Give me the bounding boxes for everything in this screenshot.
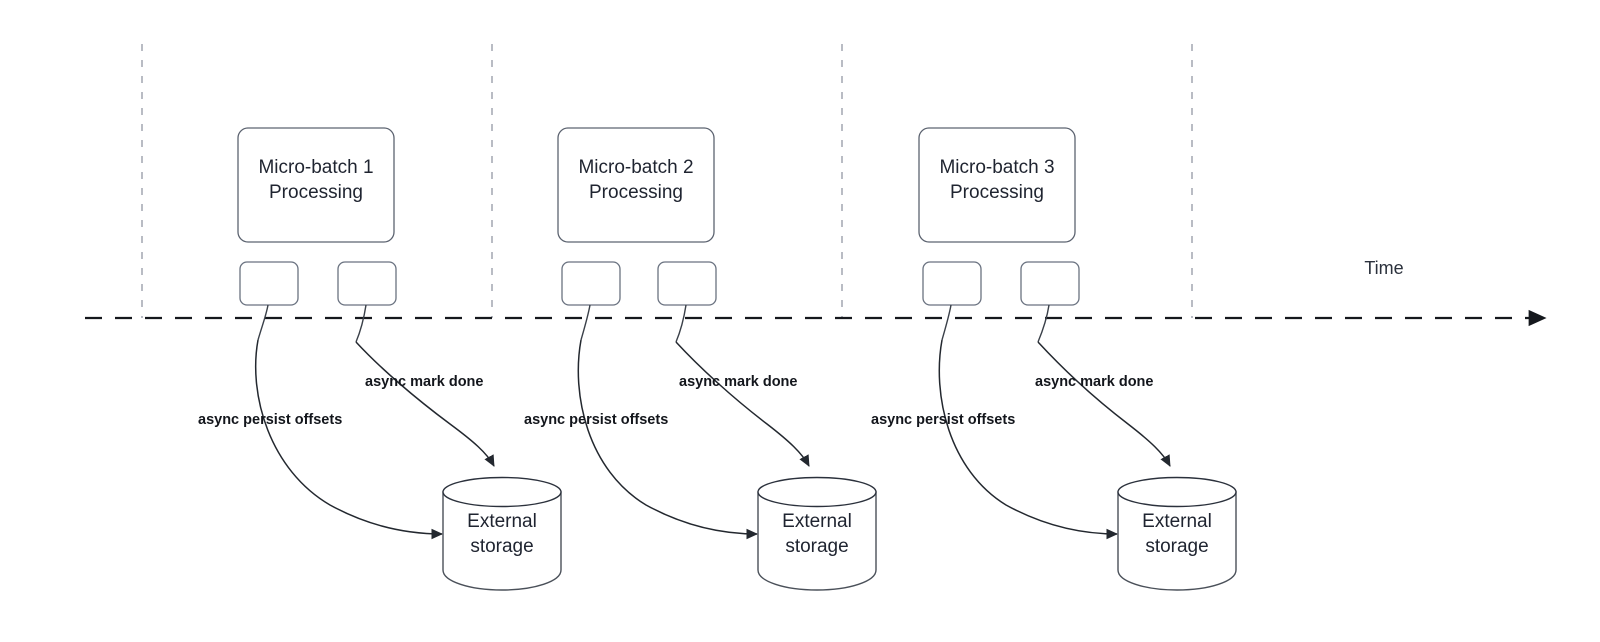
time-axis-group: Time (85, 258, 1547, 327)
micro-batch-2-task-1-stem (580, 304, 591, 341)
time-axis-label: Time (1364, 258, 1403, 278)
micro-batch-1-mark-done-arrow (355, 341, 495, 467)
micro-batch-1-task-box-1[interactable] (239, 261, 299, 306)
micro-batch-3-task-box-2[interactable] (1020, 261, 1080, 306)
micro-batch-3-persist-offsets-label: async persist offsets (871, 412, 1015, 428)
micro-batch-1-persist-offsets-arrow (254, 339, 443, 540)
tick-lines-group (141, 44, 1193, 318)
micro-batch-3-process-label-line2: Processing (950, 182, 1044, 203)
micro-batch-1-task-2-stem (355, 304, 367, 343)
micro-batch-2-task-2-stem (675, 304, 687, 343)
micro-batch-2-storage-cylinder-body (757, 491, 877, 591)
micro-batch-2-group: Micro-batch 2 Processing async mark done… (524, 127, 877, 591)
micro-batch-3-mark-done-arrow (1037, 341, 1171, 467)
micro-batch-3-task-1-stem (941, 304, 952, 341)
micro-batch-1-mark-done-label: async mark done (365, 374, 483, 390)
micro-batch-2-process-label-line2: Processing (589, 182, 683, 203)
micro-batch-2-storage-label-line1: External (782, 511, 852, 532)
micro-batch-1-persist-offsets-label: async persist offsets (198, 412, 342, 428)
micro-batch-3-process-box[interactable] (918, 127, 1076, 243)
micro-batch-2-storage-label-line2: storage (785, 536, 848, 557)
micro-batch-1-external-storage[interactable]: External storage (442, 476, 562, 591)
micro-batch-3-external-storage[interactable]: External storage (1117, 476, 1237, 591)
micro-batch-1-process-label-line1: Micro-batch 1 (258, 157, 373, 178)
micro-batch-1-storage-label-line1: External (467, 511, 537, 532)
micro-batch-2-persist-offsets-arrow (577, 339, 758, 540)
micro-batch-3-storage-cylinder-body (1117, 491, 1237, 591)
micro-batch-1-storage-cylinder-top (442, 476, 562, 508)
micro-batch-1-task-1-stem (257, 304, 269, 341)
micro-batch-3-storage-label-line1: External (1142, 511, 1212, 532)
micro-batch-3-storage-cylinder-top (1117, 476, 1237, 508)
micro-batch-3-task-box-1[interactable] (922, 261, 982, 306)
micro-batch-1-process-box[interactable] (237, 127, 395, 243)
micro-batch-1-storage-label-line2: storage (470, 536, 533, 557)
micro-batch-3-group: Micro-batch 3 Processing async mark done… (871, 127, 1237, 591)
micro-batch-2-storage-cylinder-top (757, 476, 877, 508)
micro-batch-1-process-label-line2: Processing (269, 182, 363, 203)
micro-batch-1-storage-cylinder-body (442, 491, 562, 591)
micro-batch-2-process-label-line1: Micro-batch 2 (578, 157, 693, 178)
micro-batch-2-external-storage[interactable]: External storage (757, 476, 877, 591)
micro-batch-3-process-label-line1: Micro-batch 3 (939, 157, 1054, 178)
micro-batch-2-mark-done-label: async mark done (679, 374, 797, 390)
micro-batch-2-mark-done-arrow (675, 341, 810, 467)
micro-batch-3-mark-done-label: async mark done (1035, 374, 1153, 390)
micro-batch-1-group: Micro-batch 1 Processing async mark done… (198, 127, 562, 591)
micro-batch-2-task-box-1[interactable] (561, 261, 621, 306)
micro-batch-2-persist-offsets-label: async persist offsets (524, 412, 668, 428)
micro-batch-2-process-box[interactable] (557, 127, 715, 243)
micro-batch-3-task-2-stem (1037, 304, 1050, 343)
micro-batch-2-task-box-2[interactable] (657, 261, 717, 306)
micro-batch-1-task-box-2[interactable] (337, 261, 397, 306)
micro-batch-3-storage-label-line2: storage (1145, 536, 1208, 557)
micro-batch-3-persist-offsets-arrow (938, 339, 1118, 540)
